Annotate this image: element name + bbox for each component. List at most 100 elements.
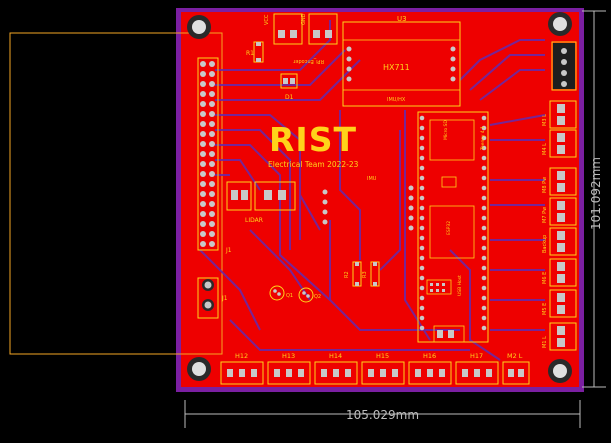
header-pin — [209, 191, 215, 197]
side-connector — [549, 258, 577, 287]
side-connector-pad — [557, 231, 565, 240]
mcu-pin — [481, 195, 487, 201]
bottom-connector — [408, 361, 452, 385]
mcu-pin — [419, 225, 425, 231]
diode-d1: D1 — [280, 73, 298, 101]
mcu-pin — [419, 145, 425, 151]
mounting-hole — [553, 364, 567, 378]
bottom-connector-pad — [380, 369, 386, 377]
mcu-pin — [419, 315, 425, 321]
mounting-hole — [192, 20, 206, 34]
mechanical-outline — [9, 32, 223, 355]
transistor-q1: Q1 — [269, 285, 293, 301]
logo-subtitle: Electrical Team 2022-23 — [268, 160, 359, 169]
mcu-pins-left — [419, 115, 425, 331]
j1-label: J1 — [225, 247, 232, 254]
header-pin — [200, 201, 206, 207]
d1-label: D1 — [285, 94, 294, 101]
header-pin — [200, 141, 206, 147]
header-pin — [200, 71, 206, 77]
mcu-pin — [481, 285, 487, 291]
side-connector-pad — [557, 183, 565, 192]
mcu-pin — [419, 235, 425, 241]
bottom-connector-pad — [462, 369, 468, 377]
side-connector-pad — [557, 145, 565, 154]
mcu-pin — [419, 305, 425, 311]
header-pin — [200, 161, 206, 167]
bottom-connector-label: H12 — [235, 352, 248, 360]
bottom-connector-label: H16 — [423, 352, 436, 360]
header-pin — [209, 241, 215, 247]
bottom-connector-pad — [427, 369, 433, 377]
mounting-holes — [187, 12, 572, 383]
mcu-pin — [481, 245, 487, 251]
header-pin — [209, 161, 215, 167]
header-pin — [209, 231, 215, 237]
mcu-pin — [419, 185, 425, 191]
side-connector-pad — [557, 133, 565, 142]
vcc-label: VCC — [264, 14, 270, 25]
header-pin — [209, 171, 215, 177]
bottom-connector-pad — [368, 369, 374, 377]
bottom-connector-pad — [321, 369, 327, 377]
trace-group — [199, 20, 546, 361]
header-pin — [209, 71, 215, 77]
header-pin — [209, 211, 215, 217]
header-pin — [209, 151, 215, 157]
bottom-connector-pad — [392, 369, 398, 377]
mcu-pin — [481, 315, 487, 321]
mcu-pin — [481, 165, 487, 171]
rist-logo: RIST Electrical Team 2022-23 — [268, 120, 359, 169]
header-pin — [209, 201, 215, 207]
usb-host-label: USB Host — [457, 275, 463, 296]
side-connector-pad — [557, 338, 565, 347]
bottom-connector-label: H15 — [376, 352, 389, 360]
mcu-pin — [481, 275, 487, 281]
bottom-connector — [220, 361, 264, 385]
mcu-pin — [481, 125, 487, 131]
header-pin — [209, 101, 215, 107]
header-pin — [200, 191, 206, 197]
transistor-q2: Q2 — [298, 287, 321, 303]
u3-label: U3 — [397, 15, 407, 23]
header-pin — [200, 211, 206, 217]
mcu-pin — [481, 185, 487, 191]
header-pin — [209, 81, 215, 87]
side-connector-label: M4 L — [542, 143, 548, 155]
side-connector — [549, 227, 577, 256]
lidar-connector: LIDAR — [226, 181, 296, 224]
imu-label: IMU — [367, 176, 377, 182]
bottom-connector-pad — [333, 369, 339, 377]
header-pin — [200, 221, 206, 227]
bottom-connector — [314, 361, 358, 385]
header-pin — [209, 141, 215, 147]
imu-hx-label: IMU/HX — [387, 97, 406, 103]
mcu-pin — [481, 325, 487, 331]
mcu-pin — [419, 255, 425, 261]
q1-label: Q1 — [286, 293, 293, 299]
mcu-pin — [481, 155, 487, 161]
mcu-pin — [419, 135, 425, 141]
bottom-connector — [361, 361, 405, 385]
mcu-board: Micro SD ESP32 Teensy 4.1 USB Host — [417, 111, 489, 343]
side-connector-pad — [557, 305, 565, 314]
header-j1: J1 — [197, 57, 232, 254]
mcu-pin — [481, 145, 487, 151]
j1b-label: J1 — [221, 295, 228, 302]
gnd-label: GND — [301, 13, 307, 25]
mcu-pin — [419, 155, 425, 161]
connector-j1b: J1 — [197, 277, 228, 319]
mcu-pin — [419, 285, 425, 291]
bottom-connector-label: M2 L — [507, 352, 523, 360]
side-connector-label: M5 E — [542, 303, 548, 315]
mcu-pin — [419, 215, 425, 221]
side-connector — [549, 322, 577, 351]
dimension-height: 101.092mm — [582, 10, 606, 388]
mcu-pin — [419, 205, 425, 211]
lidar-label: LIDAR — [245, 217, 263, 224]
mcu-pin — [481, 175, 487, 181]
side-connector-pad — [557, 243, 565, 252]
imu-pads — [322, 185, 414, 231]
